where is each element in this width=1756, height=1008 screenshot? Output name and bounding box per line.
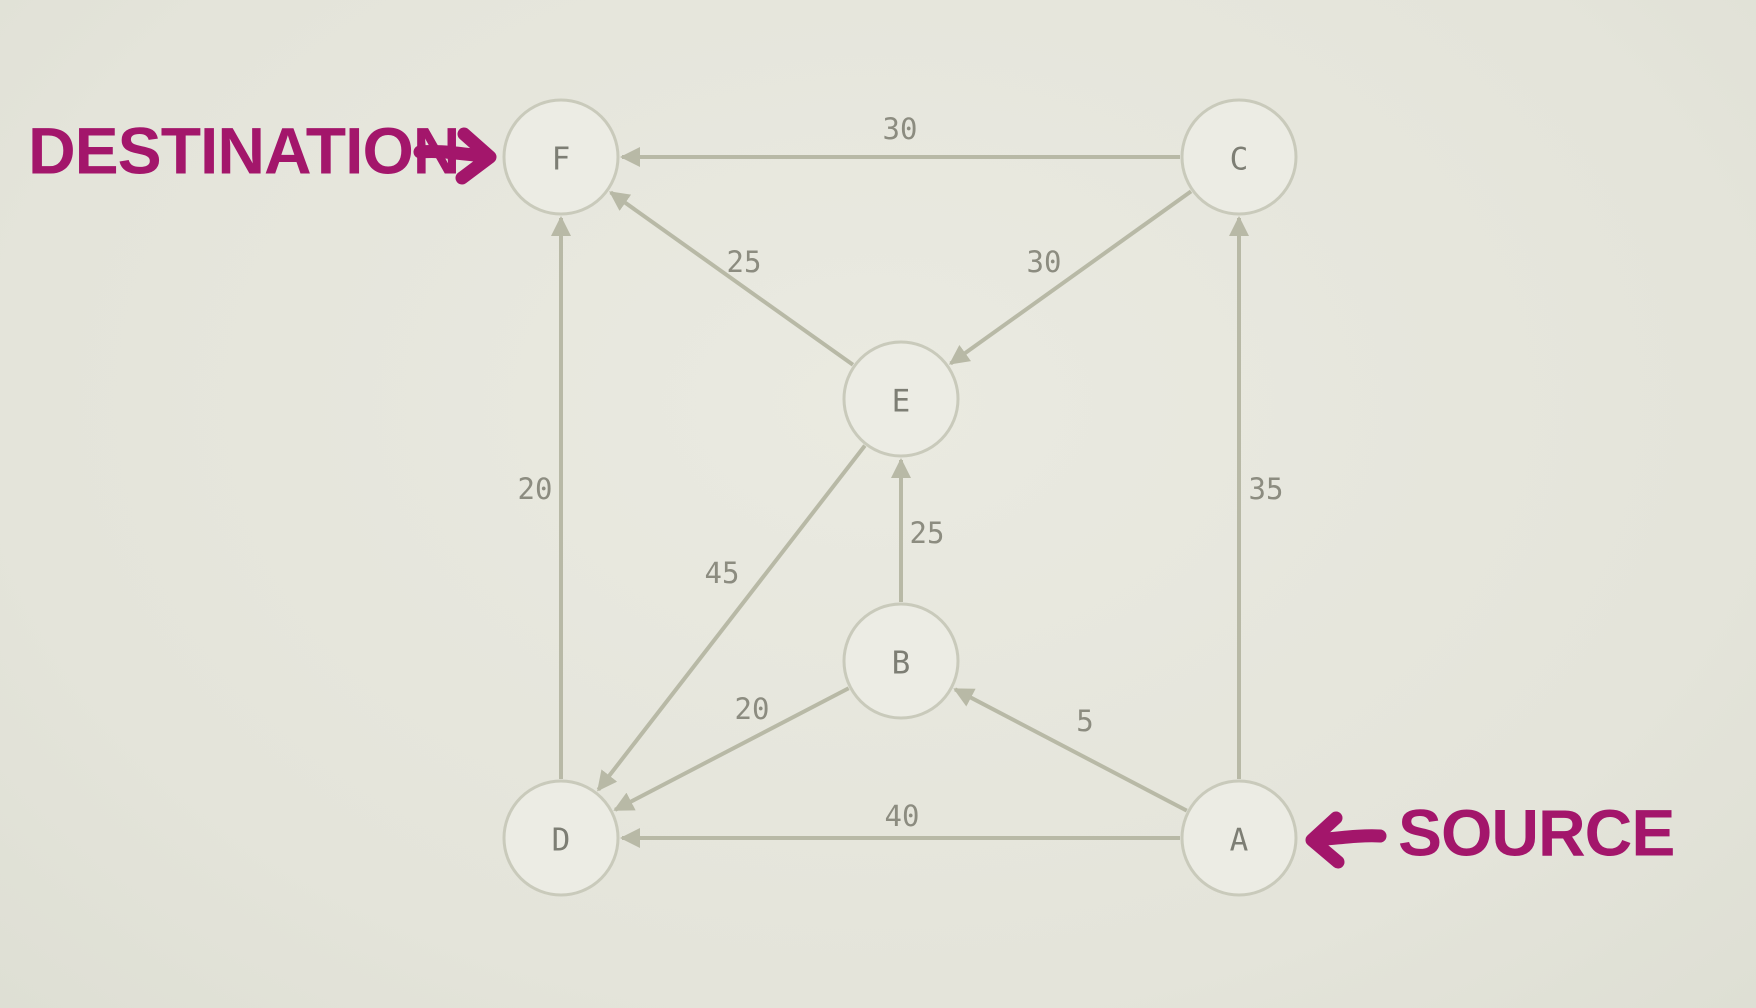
node-circle-e: [842, 340, 960, 458]
edge-weight-e-d: 45: [705, 556, 740, 590]
node-circle-d: [502, 779, 620, 897]
edge-weight-a-b: 5: [1076, 704, 1093, 738]
edge-weight-c-f: 30: [883, 112, 918, 146]
source-callout: SOURCE: [1305, 795, 1675, 869]
edge-a-b: [953, 687, 1188, 813]
destination-callout: DESTINATION: [28, 113, 497, 187]
source-arrow-shaft: [1309, 829, 1387, 847]
node-circle-c: [1180, 98, 1298, 216]
source-label: SOURCE: [1398, 795, 1674, 869]
destination-arrow-shaft: [413, 144, 491, 163]
destination-arrow-icon: [455, 127, 497, 185]
node-f: F: [502, 98, 620, 216]
edge-e-f: [609, 190, 855, 367]
node-d: D: [502, 779, 620, 897]
source-arrow-icon: [1305, 811, 1345, 869]
node-label-f: F: [552, 142, 571, 178]
edge-weight-e-f: 25: [727, 245, 762, 279]
edges-layer: [551, 147, 1249, 848]
node-label-b: B: [892, 646, 911, 682]
node-label-e: E: [892, 384, 911, 420]
destination-label: DESTINATION: [28, 113, 459, 187]
edge-c-e: [948, 189, 1193, 366]
node-label-a: A: [1230, 823, 1249, 859]
edge-weight-b-e: 25: [910, 516, 945, 550]
node-label-d: D: [552, 823, 571, 859]
weights-layer: 30 25 30 20 35 25 45 20 5 40: [518, 112, 1284, 833]
edge-weight-d-f: 20: [518, 472, 553, 506]
node-circle-a: [1180, 779, 1298, 897]
edge-weight-c-e: 30: [1027, 245, 1062, 279]
node-e: E: [842, 340, 960, 458]
edge-weight-a-c: 35: [1249, 472, 1284, 506]
edge-weight-b-d: 20: [735, 692, 770, 726]
node-a: A: [1180, 779, 1298, 897]
edge-b-d: [613, 686, 850, 812]
edge-e-d: [596, 444, 867, 792]
node-b: B: [842, 602, 960, 720]
edge-weight-a-d: 40: [885, 799, 920, 833]
node-label-c: C: [1230, 142, 1249, 178]
node-c: C: [1180, 98, 1298, 216]
node-circle-b: [842, 602, 960, 720]
node-circle-f: [502, 98, 620, 216]
nodes-layer: F C E B D A: [502, 98, 1298, 897]
